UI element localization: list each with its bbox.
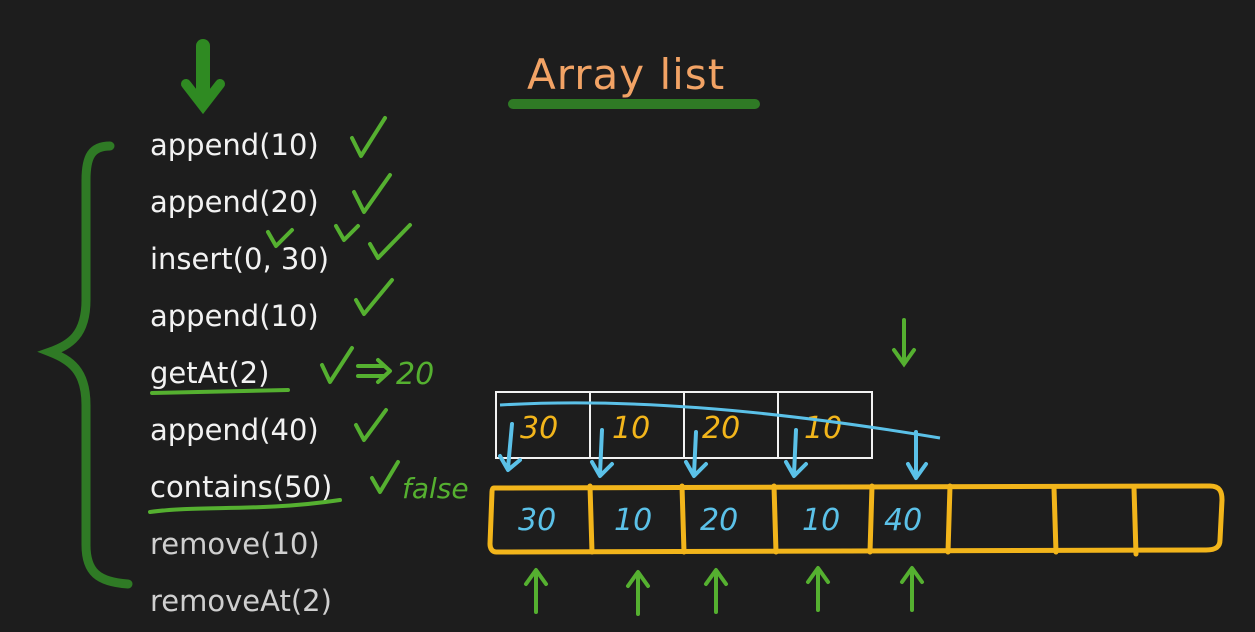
check-icon <box>352 173 392 214</box>
check-icon <box>354 278 394 316</box>
operation-insert: insert(0, 30) <box>150 242 330 276</box>
copy-arrows <box>498 422 928 480</box>
old-array-cell-3: 10 <box>804 411 842 446</box>
old-array-cell-0: 30 <box>520 411 558 446</box>
operation-getat: getAt(2) <box>150 356 270 390</box>
page-title: Array list <box>527 50 726 99</box>
copy-arrow-icon <box>906 430 928 480</box>
up-arrow-icon <box>626 570 650 616</box>
new-array-cell-1: 10 <box>614 503 652 538</box>
operation-removeat: removeAt(2) <box>150 584 332 618</box>
small-arrow-icon <box>334 224 360 242</box>
brace-icon <box>37 141 133 589</box>
new-array-cell-0: 30 <box>518 503 556 538</box>
new-array-cell-3: 10 <box>802 503 840 538</box>
operation-append-10: append(10) <box>150 128 319 162</box>
old-array-cell-2: 20 <box>702 411 740 446</box>
operation-remove: remove(10) <box>150 527 320 561</box>
getat-result: 20 <box>396 357 434 392</box>
copy-arrow-icon <box>590 428 614 478</box>
new-array-cell-2: 20 <box>700 503 738 538</box>
strike-line <box>499 401 941 440</box>
down-arrow-icon <box>181 39 225 115</box>
new-array-frame <box>487 483 1225 555</box>
up-arrow-icon <box>900 566 924 612</box>
up-arrow-icon <box>704 568 728 614</box>
new-array-cell-4: 40 <box>884 503 922 538</box>
new-array <box>487 483 1225 557</box>
copy-arrow-icon <box>684 430 708 478</box>
contains-result: false <box>402 472 469 505</box>
operation-append-40: append(40) <box>150 413 319 447</box>
operation-contains: contains(50) <box>150 470 333 504</box>
check-marks <box>266 116 412 494</box>
title-underline <box>508 99 760 109</box>
implies-arrow-icon <box>356 358 392 384</box>
index-arrows <box>524 566 924 616</box>
copy-arrow-icon <box>498 422 522 472</box>
getat-underline <box>150 388 290 395</box>
operation-append-20: append(20) <box>150 185 319 219</box>
small-arrow-icon <box>266 228 294 248</box>
up-arrow-icon <box>806 566 830 612</box>
up-arrow-icon <box>524 568 548 614</box>
insert-arrow-icon <box>892 318 916 368</box>
old-array <box>495 391 873 459</box>
check-icon <box>320 346 354 384</box>
check-icon <box>370 460 400 494</box>
old-array-cell-1: 10 <box>612 411 650 446</box>
check-icon <box>354 408 388 442</box>
copy-arrow-icon <box>784 428 808 478</box>
contains-underline <box>148 498 342 514</box>
operation-append-10-second: append(10) <box>150 299 319 333</box>
check-icon <box>350 116 387 158</box>
check-icon <box>368 223 412 260</box>
